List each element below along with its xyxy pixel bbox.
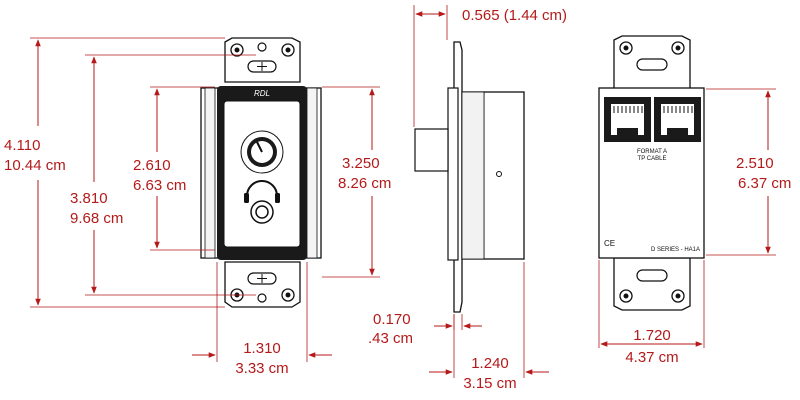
dim-frame-height-inch: 3.250 bbox=[342, 155, 380, 172]
rear-dim-height-cm: 6.37 cm bbox=[738, 175, 791, 192]
dim-overall-height-cm: 10.44 cm bbox=[4, 157, 66, 174]
side-view: 0.565 (1.44 cm) 0.170 .43 cm 1.240 3.15 … bbox=[368, 5, 567, 392]
series-label: D SERIES - HA1A bbox=[651, 247, 700, 253]
format-label: FORMAT A bbox=[637, 149, 667, 155]
strap-top bbox=[224, 37, 301, 83]
rj45-port-icon bbox=[604, 97, 651, 142]
dim-body-depth-inch: 1.240 bbox=[471, 355, 509, 372]
dim-knob-depth: 0.565 (1.44 cm) bbox=[462, 7, 567, 24]
slot-icon bbox=[636, 58, 668, 71]
jack-icon bbox=[250, 200, 274, 224]
dim-panel-height-cm: 6.63 cm bbox=[133, 177, 186, 194]
rj45-port-icon bbox=[654, 97, 701, 142]
slot-icon bbox=[636, 269, 668, 282]
panel-window bbox=[223, 100, 301, 248]
dim-body-depth-cm: 3.15 cm bbox=[463, 375, 516, 392]
rear-dim-width-inch: 1.720 bbox=[633, 327, 671, 344]
dim-width-cm: 3.33 cm bbox=[235, 360, 288, 377]
screw-icon bbox=[257, 42, 267, 52]
dim-panel-height-inch: 2.610 bbox=[133, 157, 171, 174]
headphones-icon bbox=[244, 180, 280, 203]
dim-frame-height-cm: 8.26 cm bbox=[338, 175, 391, 192]
dim-overall-height-inch: 4.110 bbox=[4, 137, 40, 154]
dim-screw-spacing-cm: 9.68 cm bbox=[70, 210, 123, 227]
dim-width-inch: 1.310 bbox=[243, 340, 281, 357]
brand-label: RDL bbox=[254, 89, 270, 98]
rear-view: FORMAT A TP CABLE CE D SERIES - HA1A 2.5… bbox=[598, 35, 791, 366]
cable-label: TP CABLE bbox=[638, 156, 667, 162]
dim-plate-thickness-inch: 0.170 bbox=[373, 311, 411, 328]
front-view: RDL 4.110 10.44 cm 3.81 bbox=[4, 37, 391, 377]
screw-icon bbox=[257, 293, 267, 303]
rear-dim-height-inch: 2.510 bbox=[736, 155, 774, 172]
side-knob bbox=[414, 128, 449, 172]
knob-icon bbox=[240, 130, 284, 174]
ce-mark: CE bbox=[604, 239, 615, 248]
dim-screw-spacing-inch: 3.810 bbox=[70, 190, 108, 207]
rear-dim-width-cm: 4.37 cm bbox=[625, 349, 678, 366]
dim-plate-thickness-cm: .43 cm bbox=[368, 330, 413, 347]
